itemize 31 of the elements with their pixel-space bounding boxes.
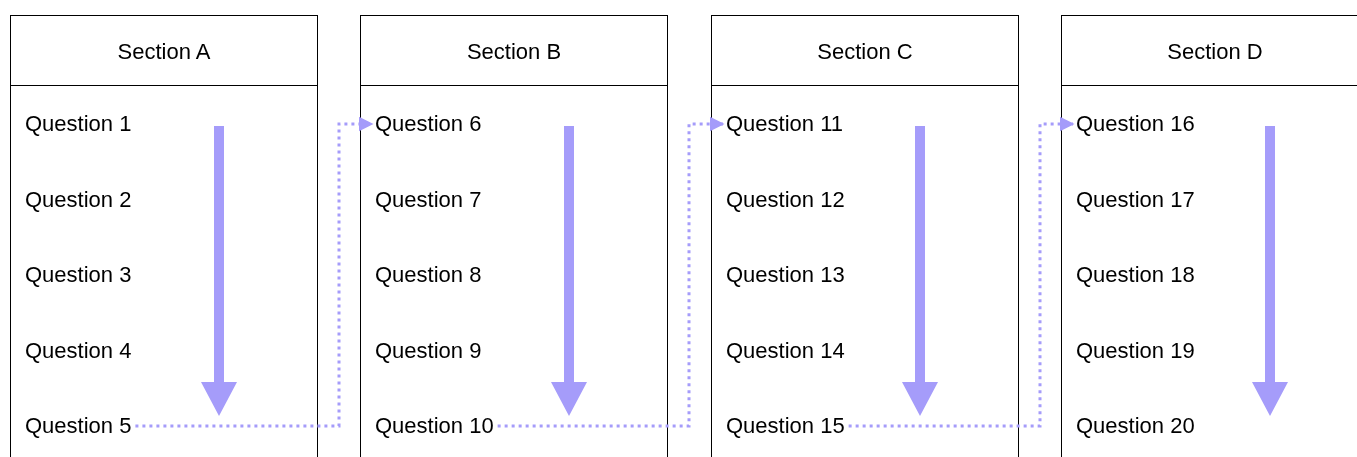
dotted-arrow [135,116,374,428]
question-label: Question 1 [25,111,132,137]
question-label: Question 14 [726,338,845,364]
question-label: Question 18 [1076,262,1195,288]
section-panel [10,15,318,457]
question-label: Question 3 [25,262,132,288]
section-heading: Section A [116,40,212,64]
section-panel [360,15,668,457]
question-label: Question 16 [1076,111,1195,137]
question-label: Question 17 [1076,187,1195,213]
question-label: Question 4 [25,338,132,364]
dotted-arrow [848,116,1075,428]
question-label: Question 5 [25,413,132,439]
question-label: Question 10 [375,413,494,439]
question-label: Question 13 [726,262,845,288]
question-label: Question 11 [726,111,843,137]
section-heading: Section B [465,40,563,64]
question-label: Question 19 [1076,338,1195,364]
question-label: Question 2 [25,187,132,213]
question-label: Question 12 [726,187,845,213]
question-label: Question 6 [375,111,482,137]
question-label: Question 15 [726,413,845,439]
section-heading: Section D [1166,40,1264,64]
question-label: Question 8 [375,262,482,288]
question-label: Question 7 [375,187,482,213]
section-panel [1061,15,1357,457]
question-label: Question 9 [375,338,482,364]
dotted-arrow [497,116,725,428]
section-panel [711,15,1019,457]
question-label: Question 20 [1076,413,1195,439]
section-heading: Section C [816,40,914,64]
